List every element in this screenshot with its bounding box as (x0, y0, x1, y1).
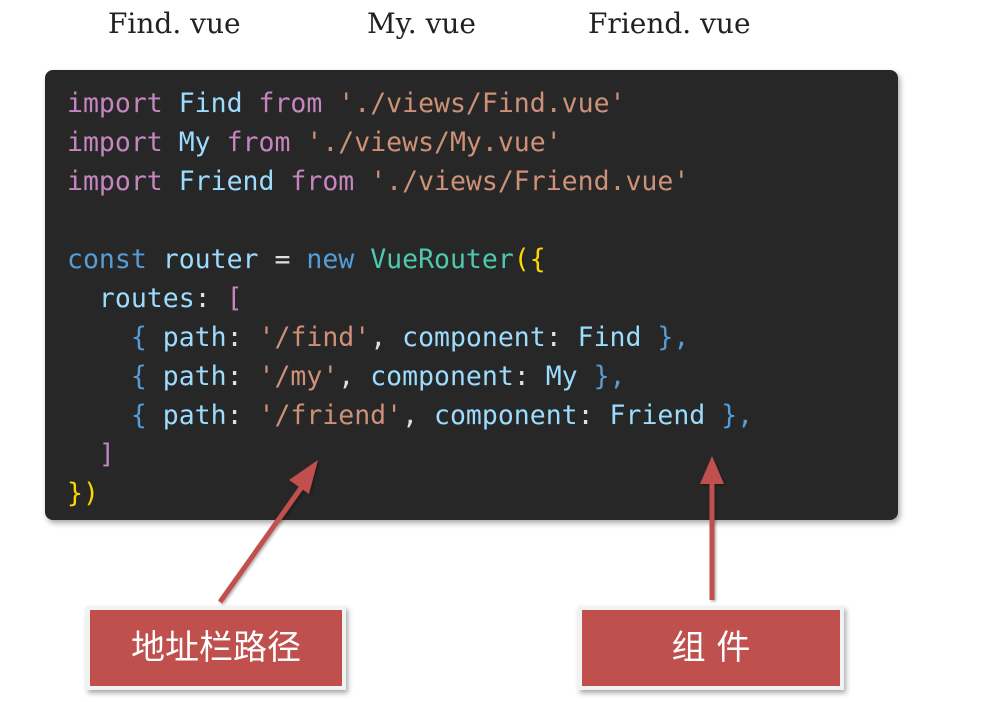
file-label-find: Find. vue (108, 7, 241, 40)
code-line-blank (67, 201, 898, 240)
code-line-router-decl: const router = new VueRouter({ (67, 244, 546, 275)
code-line-import-friend: import Friend from './views/Friend.vue' (67, 166, 690, 197)
code-line-routes: routes: [ (98, 283, 243, 314)
code-line-route-friend: { path: '/friend', component: Friend }, (130, 400, 754, 431)
code-line-router-close: }) (67, 478, 99, 509)
code-line-route-find: { path: '/find', component: Find }, (130, 322, 690, 353)
code-block: import Find from './views/Find.vue' impo… (45, 70, 898, 520)
code-line-import-find: import Find from './views/Find.vue' (67, 88, 626, 119)
code-line-import-my: import My from './views/My.vue' (67, 127, 562, 158)
code-line-route-my: { path: '/my', component: My }, (130, 361, 626, 392)
code-line-routes-close: ] (98, 439, 115, 470)
file-label-my: My. vue (367, 7, 476, 40)
file-label-friend: Friend. vue (588, 7, 751, 40)
callout-component: 组 件 (578, 606, 844, 690)
callout-url-path: 地址栏路径 (86, 606, 346, 690)
